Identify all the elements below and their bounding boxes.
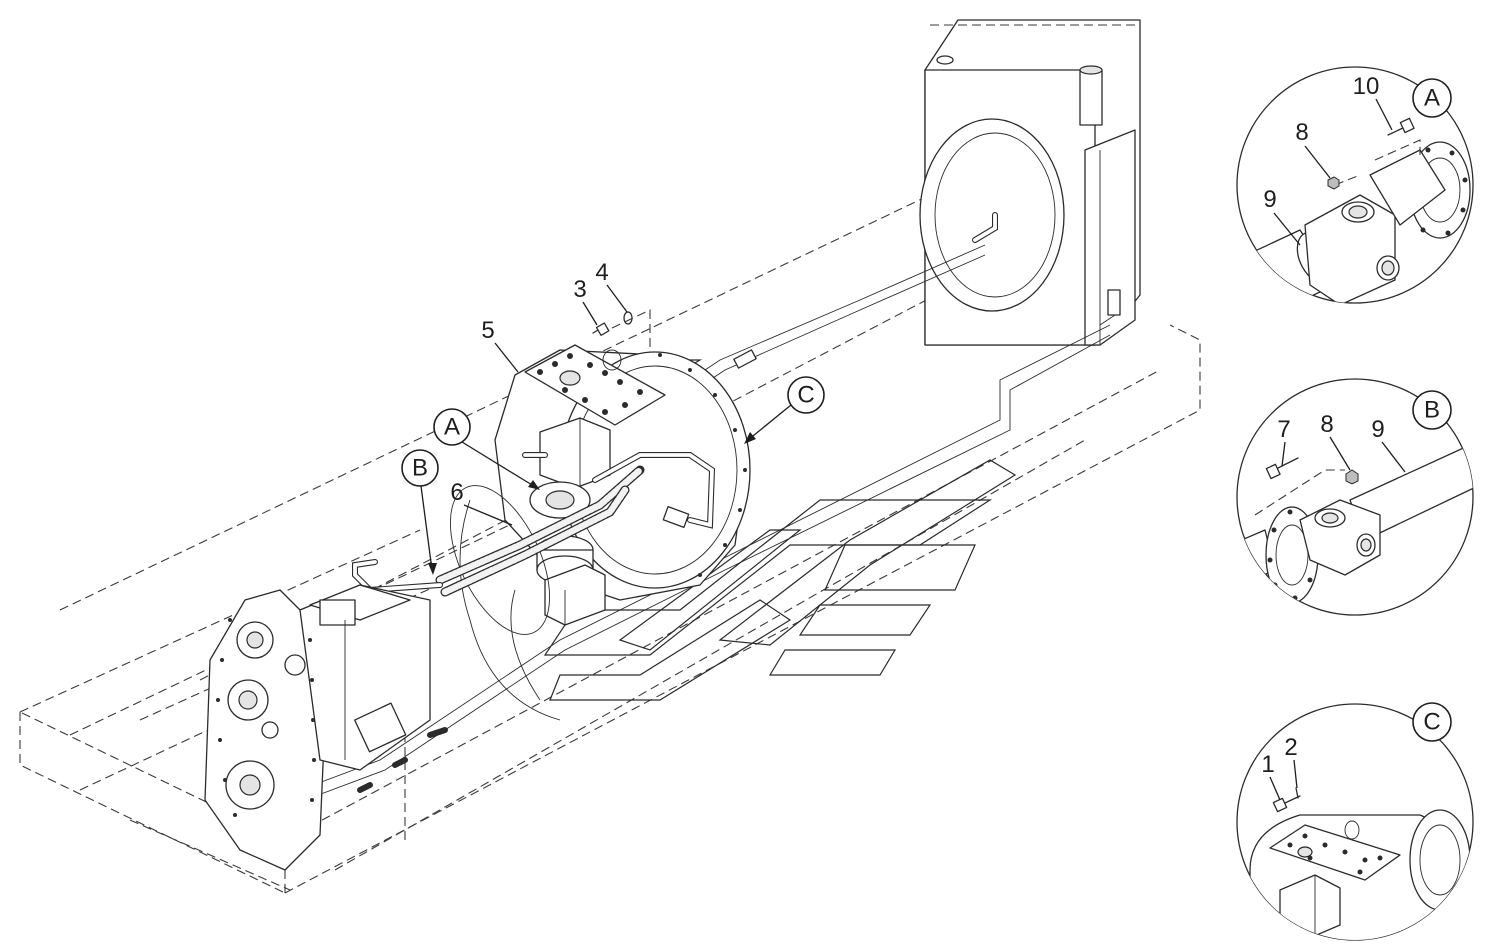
svg-text:C: C: [797, 382, 814, 409]
callout-bubble-c-main: C: [744, 376, 825, 444]
nut-8-icon: [1345, 469, 1359, 485]
detail-a-label-9: 9: [1263, 186, 1276, 213]
bolt-10-icon: [1387, 117, 1415, 136]
svg-text:A: A: [1424, 85, 1440, 112]
main-assembly: [19, 19, 1201, 894]
radiator: [919, 19, 1141, 346]
detail-a-letter-bubble: A: [1412, 78, 1452, 118]
part-label-6: 6: [450, 479, 463, 506]
driveshaft: [449, 481, 591, 721]
detail-c-letter-bubble: C: [1412, 702, 1452, 742]
nut-8-icon: [1327, 176, 1340, 190]
part-label-3: 3: [573, 276, 586, 303]
detail-a-label-10: 10: [1353, 73, 1380, 100]
detail-b-letter-bubble: B: [1412, 390, 1452, 430]
detail-c-label-1: 1: [1261, 751, 1274, 778]
detail-b-label-7: 7: [1277, 416, 1290, 443]
svg-text:A: A: [444, 414, 460, 441]
callout-bubble-a-main: A: [433, 408, 540, 490]
svg-text:B: B: [1424, 397, 1440, 424]
bolt-3-icon: [592, 322, 610, 336]
svg-text:B: B: [412, 455, 428, 482]
transmission-housing: [494, 344, 751, 626]
detail-b-label-9: 9: [1371, 416, 1384, 443]
part-label-5: 5: [481, 317, 494, 344]
gearbox: [204, 584, 448, 871]
detail-view-a: 10 8 9 A: [1236, 66, 1474, 304]
part-label-4: 4: [595, 259, 608, 286]
bolt-7-icon: [1265, 457, 1299, 480]
washer-2-icon: [1295, 787, 1299, 799]
main-callouts: 3 4 5 6 A B C: [401, 259, 825, 575]
hoses: [352, 465, 645, 597]
housing-bolts: [658, 353, 747, 577]
top-cover-plate: [524, 344, 666, 426]
detail-b-label-8: 8: [1320, 411, 1333, 438]
detail-view-c: 1 2 C: [1236, 702, 1474, 941]
detail-a-label-8: 8: [1295, 119, 1308, 146]
detail-view-b: 7 8 9 B: [1236, 378, 1474, 616]
detail-c-label-2: 2: [1284, 734, 1297, 761]
callout-bubble-b-main: B: [401, 449, 439, 575]
svg-text:C: C: [1423, 709, 1440, 736]
